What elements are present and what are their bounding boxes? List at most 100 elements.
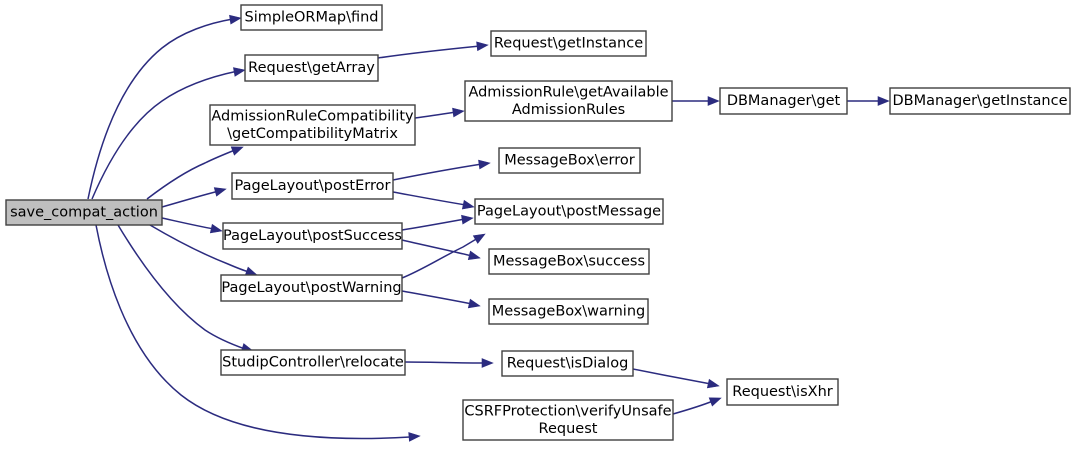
edge-line [404,361,486,364]
edge-save_compat_action-to-request_getarray [91,67,246,200]
node-label: AdmissionRules [512,102,625,118]
node-label: Request\getInstance [494,36,643,52]
node-pagelayout_posterror[interactable]: PageLayout\postError [231,172,394,200]
arrowhead-icon [233,67,246,77]
node-label: save_compat_action [10,205,158,221]
node-messagebox_warning[interactable]: MessageBox\warning [488,298,649,325]
node-box[interactable] [726,378,839,406]
edges-layer [87,14,890,442]
arrowhead-icon [481,358,494,368]
node-label: AdmissionRuleCompatibility [211,108,414,124]
node-save_compat_action[interactable]: save_compat_action [5,199,163,226]
node-label: MessageBox\warning [492,304,645,320]
edge-line [146,149,236,200]
edge-request_getarray-to-request_getinstance [377,41,489,59]
node-dbmanager_get[interactable]: DBManager\get [719,87,848,115]
node-request_isxhr[interactable]: Request\isXhr [726,378,839,406]
node-label: \getCompatibilityMatrix [227,126,398,142]
arrowhead-icon [213,187,227,197]
node-dbmanager_getinstance[interactable]: DBManager\getInstance [889,87,1071,115]
node-request_getinstance[interactable]: Request\getInstance [490,30,647,57]
arrowhead-icon [467,250,481,260]
edge-save_compat_action-to-admissionrulecompatibility_getcompatibilitymatrix [146,146,244,200]
node-label: MessageBox\error [504,153,635,169]
arrowhead-icon [209,223,223,234]
node-label: PageLayout\postError [235,178,391,194]
node-request_getarray[interactable]: Request\getArray [244,54,379,82]
edge-save_compat_action-to-pagelayout_postsuccess [161,217,223,234]
node-box[interactable] [488,248,650,275]
edge-line [401,237,479,279]
edge-pagelayout_postsuccess-to-pagelayout_postmessage [401,214,474,231]
arrowhead-icon [467,298,481,309]
node-box[interactable] [220,349,406,376]
node-label: Request [539,421,598,437]
node-label: Request\getArray [248,60,375,76]
arrowhead-icon [707,96,720,106]
edge-save_compat_action-to-csrfprotection_verifyunsaferequest [95,224,421,442]
node-box[interactable] [490,30,647,57]
node-box[interactable] [462,399,674,441]
arrowhead-icon [708,397,722,407]
node-label: DBManager\get [727,93,841,109]
edge-pagelayout_postwarning-to-pagelayout_postmessage [401,233,486,279]
edge-csrfprotection_verifyunsaferequest-to-request_isxhr [672,397,722,415]
edge-line [401,218,466,231]
node-messagebox_success[interactable]: MessageBox\success [488,248,650,275]
node-box[interactable] [488,298,649,325]
node-box[interactable] [474,198,664,225]
node-pagelayout_postsuccess[interactable]: PageLayout\postSuccess [222,222,403,250]
node-box[interactable] [209,104,416,146]
edge-line [377,45,481,59]
arrowhead-icon [452,107,465,118]
node-box[interactable] [244,54,379,82]
node-box[interactable] [501,350,634,377]
edge-dbmanager_get-to-dbmanager_getinstance [846,96,890,106]
edge-line [392,191,467,206]
arrowhead-icon [229,14,242,25]
edge-line [161,217,215,230]
arrowhead-icon [461,199,475,210]
node-messagebox_error[interactable]: MessageBox\error [498,147,641,174]
node-box[interactable] [5,199,163,226]
edge-pagelayout_posterror-to-messagebox_error [392,159,491,181]
edge-save_compat_action-to-pagelayout_posterror [161,187,227,208]
node-box[interactable] [220,274,403,302]
node-simpleormap_find[interactable]: SimpleORMap\find [240,4,383,31]
arrowhead-icon [877,96,890,106]
node-admissionrulecompatibility_getcompatibilitymatrix[interactable]: AdmissionRuleCompatibility \getCompatibil… [209,104,416,146]
node-label: DBManager\getInstance [892,93,1067,109]
node-request_isdialog[interactable]: Request\isDialog [501,350,634,377]
node-box[interactable] [464,80,673,122]
edge-line [392,163,483,181]
edge-line [401,239,473,257]
node-box[interactable] [231,172,394,200]
node-box[interactable] [889,87,1071,115]
node-label: MessageBox\success [493,254,645,270]
edge-save_compat_action-to-simpleormap_find [87,14,242,200]
edge-line [87,18,234,200]
node-pagelayout_postmessage[interactable]: PageLayout\postMessage [474,198,664,225]
edge-pagelayout_postsuccess-to-messagebox_success [401,239,481,260]
edge-line [91,70,239,200]
node-box[interactable] [719,87,848,115]
edge-admissionrule_getavailableadmissionrules-to-dbmanager_get [671,96,720,106]
edge-admissionrulecompatibility_getcompatibilitymatrix-to-admissionrule_getavailableadmissionrules [414,107,465,119]
edge-line [95,224,411,440]
node-box[interactable] [498,147,641,174]
edge-line [632,368,712,385]
node-label: PageLayout\postMessage [477,204,661,220]
node-box[interactable] [222,222,403,250]
arrowhead-icon [408,432,421,442]
node-studipcontroller_relocate[interactable]: StudipController\relocate [220,349,406,376]
arrowhead-icon [476,41,489,52]
edge-line [414,111,457,119]
node-pagelayout_postwarning[interactable]: PageLayout\postWarning [220,274,403,302]
node-box[interactable] [240,4,383,31]
edge-line [672,400,714,415]
arrowhead-icon [472,233,486,244]
